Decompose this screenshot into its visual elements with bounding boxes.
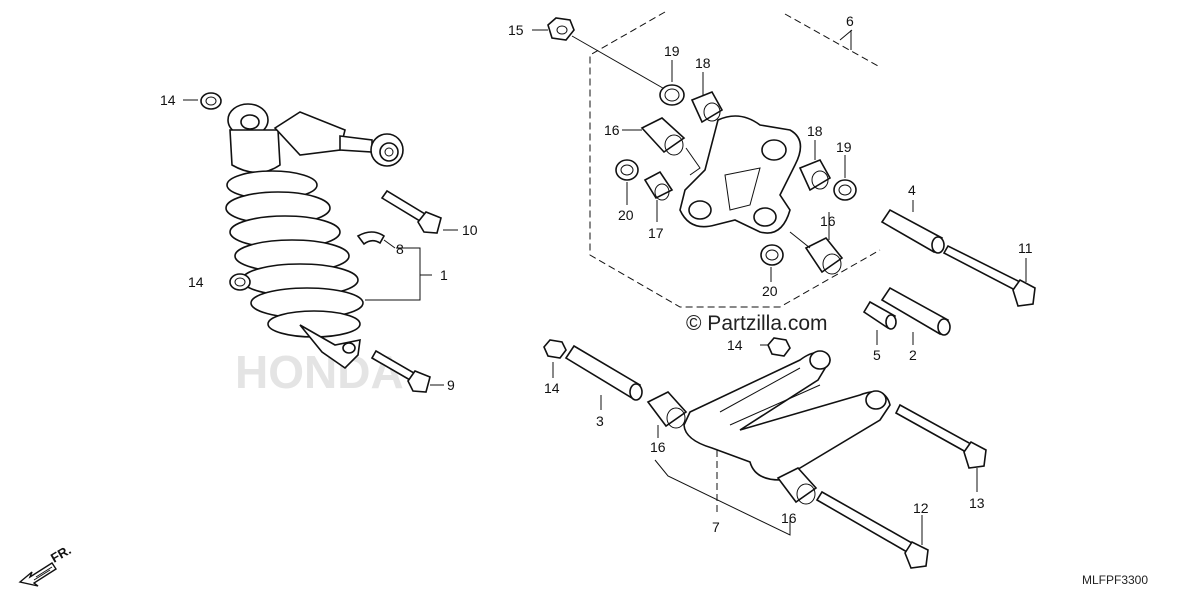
bearing-16-rod-right[interactable] — [776, 467, 818, 505]
callout-3[interactable]: 3 — [596, 413, 604, 429]
bolt-11[interactable] — [942, 244, 1036, 307]
callout-15[interactable]: 15 — [508, 22, 524, 38]
partzilla-watermark: © Partzilla.com — [686, 312, 828, 335]
bolt-12[interactable] — [815, 490, 929, 569]
callout-1[interactable]: 1 — [440, 267, 448, 283]
callout-19-right[interactable]: 19 — [836, 139, 852, 155]
collar-3[interactable] — [564, 344, 643, 401]
callout-5[interactable]: 5 — [873, 347, 881, 363]
callout-14-shock-top[interactable]: 14 — [160, 92, 176, 108]
callout-6[interactable]: 6 — [846, 13, 854, 29]
callout-16-arm-bottom[interactable]: 16 — [820, 213, 836, 229]
bearing-18-left[interactable] — [690, 90, 724, 124]
callout-20-right[interactable]: 20 — [762, 283, 778, 299]
collar-4[interactable] — [880, 208, 945, 254]
callout-18-right[interactable]: 18 — [807, 123, 823, 139]
bolt-13[interactable] — [894, 403, 987, 469]
callout-12[interactable]: 12 — [913, 500, 929, 516]
seal-20-left[interactable] — [615, 159, 639, 181]
bearing-16-arm-top[interactable] — [640, 117, 686, 156]
callout-8[interactable]: 8 — [396, 241, 404, 257]
nut-15[interactable] — [547, 17, 676, 96]
callout-13[interactable]: 13 — [969, 495, 985, 511]
callout-9[interactable]: 9 — [447, 377, 455, 393]
collar-2[interactable] — [880, 286, 951, 336]
callout-14-shock-side[interactable]: 14 — [188, 274, 204, 290]
callout-14-rod[interactable]: 14 — [727, 337, 743, 353]
assembly-7-leader — [654, 459, 791, 536]
nut-14-collar[interactable] — [543, 339, 567, 359]
callout-7[interactable]: 7 — [712, 519, 720, 535]
seal-19-left[interactable] — [659, 84, 685, 106]
callout-16-rod-left[interactable]: 16 — [650, 439, 666, 455]
callout-10[interactable]: 10 — [462, 222, 478, 238]
bearing-16-rod-left[interactable] — [646, 391, 688, 429]
connecting-rod[interactable] — [683, 350, 891, 481]
assembly-6-outline — [589, 11, 881, 308]
bearing-17[interactable] — [643, 170, 674, 201]
callout-19-left[interactable]: 19 — [664, 43, 680, 59]
diagram-code: MLFPF3300 — [1082, 573, 1148, 587]
callout-4[interactable]: 4 — [908, 182, 916, 198]
preload-knob[interactable] — [370, 133, 404, 167]
callout-18-left[interactable]: 18 — [695, 55, 711, 71]
nut-14-shock-top[interactable] — [200, 92, 222, 110]
callout-11[interactable]: 11 — [1018, 240, 1033, 256]
callout-17[interactable]: 17 — [648, 225, 664, 241]
clip-part-8[interactable] — [356, 231, 386, 246]
front-arrow-icon — [18, 562, 57, 587]
shock-absorber[interactable] — [225, 103, 404, 370]
nut-14-shock-side[interactable] — [229, 273, 251, 291]
bearing-18-right[interactable] — [798, 158, 832, 192]
bolt-9[interactable] — [370, 349, 431, 393]
callout-14-collar[interactable]: 14 — [544, 380, 560, 396]
front-label: FR. — [48, 542, 74, 565]
bearing-16-arm-bottom[interactable] — [804, 236, 844, 275]
callout-16-arm-top[interactable]: 16 — [604, 122, 620, 138]
seal-20-right[interactable] — [760, 244, 784, 266]
seal-19-right[interactable] — [833, 179, 857, 201]
nut-14-rod[interactable] — [767, 337, 791, 357]
callout-2[interactable]: 2 — [909, 347, 917, 363]
callout-20-left[interactable]: 20 — [618, 207, 634, 223]
shock-arm[interactable] — [679, 115, 802, 234]
callout-16-rod-right[interactable]: 16 — [781, 510, 797, 526]
bolt-10[interactable] — [380, 189, 442, 234]
collar-5[interactable] — [862, 300, 897, 330]
